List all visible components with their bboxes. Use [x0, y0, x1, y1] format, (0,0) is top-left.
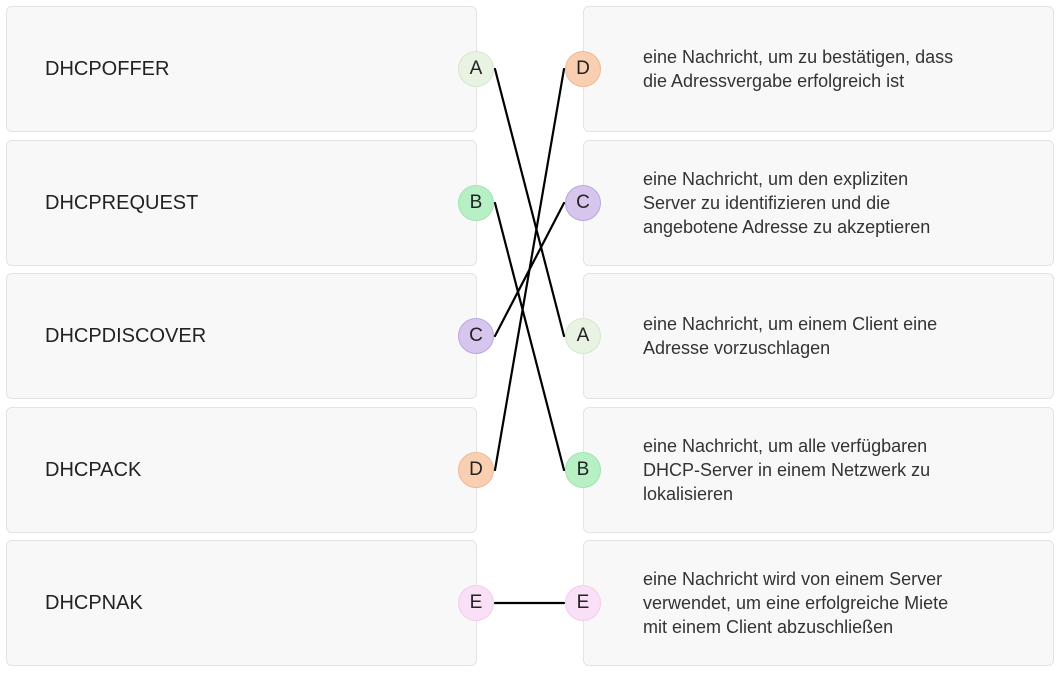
left-card-a[interactable]: DHCPOFFER [6, 6, 477, 132]
right-card-description: eine Nachricht wird von einem Server verw… [643, 541, 1033, 665]
left-badge-d[interactable]: D [458, 452, 494, 488]
description-line: Adresse vorzuschlagen [643, 338, 831, 358]
right-card-e[interactable]: eine Nachricht wird von einem Server verw… [583, 540, 1054, 666]
right-badge-c[interactable]: C [565, 185, 601, 221]
description-line: eine Nachricht, um alle verfügbaren [643, 436, 928, 456]
right-badge-a[interactable]: A [565, 318, 601, 354]
connection-line-d-d [493, 67, 566, 472]
connection-line-c-c [493, 201, 566, 338]
description-line: DHCP-Server in einem Netzwerk zu [643, 460, 931, 480]
description-line: eine Nachricht, um den expliziten [643, 169, 909, 189]
left-card-b[interactable]: DHCPREQUEST [6, 140, 477, 266]
description-line: eine Nachricht, um einem Client eine [643, 314, 938, 334]
left-card-d[interactable]: DHCPACK [6, 407, 477, 533]
connection-line-b-b [493, 201, 566, 472]
left-card-label: DHCPOFFER [45, 57, 170, 80]
left-card-e[interactable]: DHCPNAK [6, 540, 477, 666]
left-card-label: DHCPDISCOVER [45, 324, 207, 347]
left-card-label: DHCPNAK [45, 591, 143, 614]
left-card-label: DHCPACK [45, 458, 142, 481]
right-card-d[interactable]: eine Nachricht, um zu bestätigen, dass di… [583, 6, 1054, 132]
left-card-c[interactable]: DHCPDISCOVER [6, 273, 477, 399]
description-line: die Adressvergabe erfolgreich ist [643, 71, 905, 91]
right-badge-d[interactable]: D [565, 51, 601, 87]
left-badge-b[interactable]: B [458, 185, 494, 221]
description-line: eine Nachricht wird von einem Server [643, 569, 943, 589]
description-line: angebotene Adresse zu akzeptieren [643, 217, 931, 237]
description-line: mit einem Client abzuschließen [643, 617, 894, 637]
right-badge-e[interactable]: E [565, 585, 601, 621]
left-badge-e[interactable]: E [458, 585, 494, 621]
left-badge-c[interactable]: C [458, 318, 494, 354]
connection-line-a-a [493, 67, 566, 338]
description-line: lokalisieren [643, 484, 734, 504]
left-card-label: DHCPREQUEST [45, 191, 199, 214]
description-line: verwendet, um eine erfolgreiche Miete [643, 593, 949, 613]
left-badge-a[interactable]: A [458, 51, 494, 87]
right-badge-b[interactable]: B [565, 452, 601, 488]
description-line: eine Nachricht, um zu bestätigen, dass [643, 47, 954, 67]
right-card-description: eine Nachricht, um zu bestätigen, dass di… [643, 7, 1033, 131]
description-line: Server zu identifizieren und die [643, 193, 891, 213]
